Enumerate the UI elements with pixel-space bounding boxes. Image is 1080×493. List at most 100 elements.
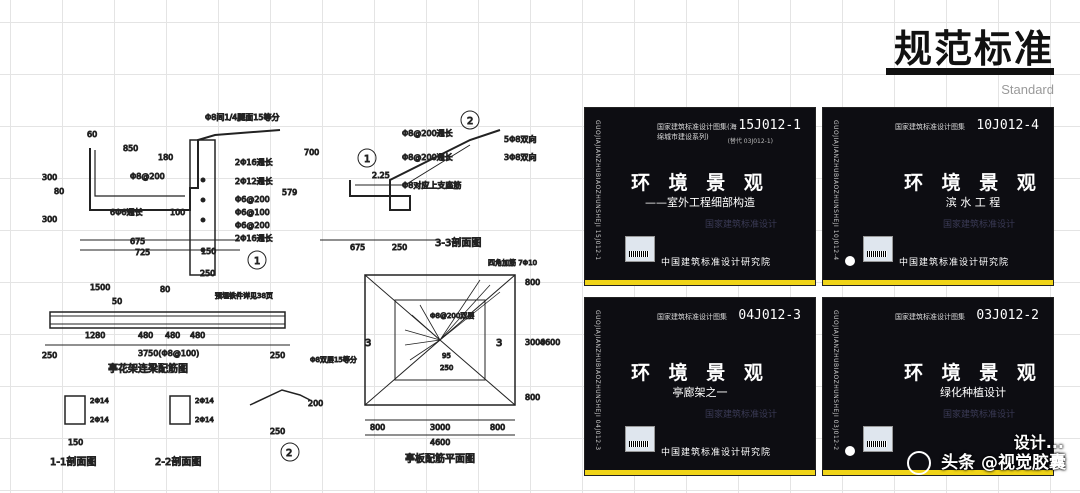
circle-label-2b: 2 [467,116,473,127]
cover-title: 环 境 景 观 [904,362,1042,384]
cover-watermark: 国家建筑标准设计 [705,220,778,230]
cover-title: 环 境 景 观 [904,172,1042,194]
dim-800c: 800 [370,423,385,432]
dim-4600: 4600 [540,338,560,347]
label-d6-200: Φ6@200 [235,195,270,204]
dim-800a: 800 [525,278,540,287]
cover-code: 03J012-2 [976,308,1039,323]
section-2-2-rect [169,395,191,425]
cover-subtitle: 滨 水 工 程 [945,196,1001,209]
circle-2 [280,442,300,462]
page-subtitle: Standard [1001,82,1054,97]
dim-850: 850 [123,144,138,153]
dim-150b: 150 [68,438,83,447]
cover-title: 环 境 景 观 [631,172,769,194]
cover-10j012-4: GUOJIAJIANZHUBIAOZHUNSHEJI 10J012-4 国家建筑… [823,108,1053,285]
label-2d14d: 2Φ14 [195,416,214,424]
dim-250f: 250 [440,364,453,372]
stamp-icon [845,256,855,266]
watermark-brand-partial: 设计... [1013,433,1064,452]
label-d8-200-ta: Φ8@200通长 [402,128,453,138]
section-2-2-title: 2-2剖面图 [155,455,201,468]
cover-side-text: GUOJIAJIANZHUBIAOZHUNSHEJI 04J012-3 [594,310,601,451]
barcode-sticker-icon [625,236,655,262]
label-d8-15: Φ8双层15等分 [310,355,357,364]
dim-3000b: 3000 [430,423,450,432]
circle-label-1b: 1 [364,154,370,165]
stamp-icon [845,446,855,456]
beam-title: 亭花架连梁配筋图 [108,362,188,375]
plan-title: 亭板配筋平面图 [405,452,475,465]
dim-225: 2.25 [372,171,390,180]
section-3a: 3 [365,338,371,349]
circle-label-1: 1 [254,256,260,267]
cover-title: 环 境 景 观 [631,362,769,384]
dim-95: 95 [442,352,451,360]
label-2d16b: 2Φ16通长 [235,233,273,243]
cover-series: 国家建筑标准设计图集(海绵城市建设系列) [657,123,737,141]
dim-250: 250 [200,269,215,278]
label-bar-d8: Φ8间1/4腿面15等分 [205,112,279,122]
dim-100: 100 [170,208,185,217]
dim-3000: 3000 [525,338,545,347]
cover-watermark: 国家建筑标准设计 [943,410,1016,420]
cover-code: 04J012-3 [738,308,801,323]
dim-300a: 300 [42,173,57,182]
barcode-sticker-icon [863,426,893,452]
cover-series: 国家建筑标准设计图集 [657,313,727,321]
watermark-brand: 设计... 头条 @视觉胶囊 [907,433,1066,475]
cover-side-text: GUOJIAJIANZHUBIAOZHUNSHEJI 15J012-1 [594,120,601,261]
title-underline [886,68,1054,75]
cover-watermark: 国家建筑标准设计 [705,410,778,420]
cover-code-sub: (替代 03J012-1) [727,138,773,145]
label-2d14a: 2Φ14 [90,397,109,405]
construction-drawing: Φ8间1/4腿面15等分 Φ8@200 6Φ6通长 2Φ16通长 2Φ12通长 … [20,100,575,485]
label-d6-100: Φ6@100 [235,208,270,217]
watermark-brand-text: 头条 @视觉胶囊 [941,453,1066,473]
label-2d14b: 2Φ14 [90,416,109,424]
dim-250c: 250 [42,351,57,360]
dim-80: 80 [54,187,64,196]
cover-code: 10J012-4 [976,118,1039,133]
dim-579: 579 [282,188,297,197]
dim-800b: 800 [525,393,540,402]
beam-elevation [45,311,290,346]
cover-subtitle: ——室外工程细部构造 [645,196,755,209]
dim-480b: 480 [165,331,180,340]
cover-15j012-1: GUOJIAJIANZHUBIAOZHUNSHEJI 15J012-1 国家建筑… [585,108,815,285]
label-d6-200b: Φ6@200 [235,221,270,230]
cover-institute: 中国建筑标准设计研究院 [661,448,772,458]
label-d3-8: 3Φ8双向 [504,152,536,162]
dim-700: 700 [304,148,319,157]
dim-800d: 800 [490,423,505,432]
label-d8-200: Φ8@200 [130,172,165,181]
circle-label-2: 2 [286,448,292,459]
section-1-detail [80,129,281,276]
label-2d14c: 2Φ14 [195,397,214,405]
label-d5-8: 5Φ8双向 [504,134,536,144]
dim-480a: 480 [138,331,153,340]
dim-1280: 1280 [85,331,105,340]
dim-675: 675 [130,237,145,246]
dim-250b: 250 [392,243,407,252]
dim-250d: 250 [270,351,285,360]
section-3-3-detail [320,110,501,241]
cover-series: 国家建筑标准设计图集 [895,123,965,131]
dim-80b: 80 [160,285,170,294]
cover-03j012-2: GUOJIAJIANZHUBIAOZHUNSHEJI 03J012-2 国家建筑… [823,298,1053,475]
cover-subtitle: 绿化种植设计 [940,386,1006,399]
cover-subtitle: 亭廊架之一 [672,386,728,399]
atlas-covers: GUOJIAJIANZHUBIAOZHUNSHEJI 15J012-1 国家建筑… [585,108,1063,480]
dim-1500: 1500 [90,283,110,292]
page-title: 规范标准 [893,27,1054,71]
section-1-1-title: 1-1剖面图 [50,455,96,468]
barcode-sticker-icon [863,236,893,262]
roof-plan [364,274,516,436]
brand-logo-icon [907,451,932,475]
dim-150: 150 [201,247,216,256]
barcode-sticker-icon [625,426,655,452]
dim-4600b: 4600 [430,438,450,447]
dim-300b: 300 [42,215,57,224]
label-d8-200-bi: Φ8@200双层 [430,312,474,320]
label-d8-support: Φ8对应上支座筋 [402,180,461,190]
